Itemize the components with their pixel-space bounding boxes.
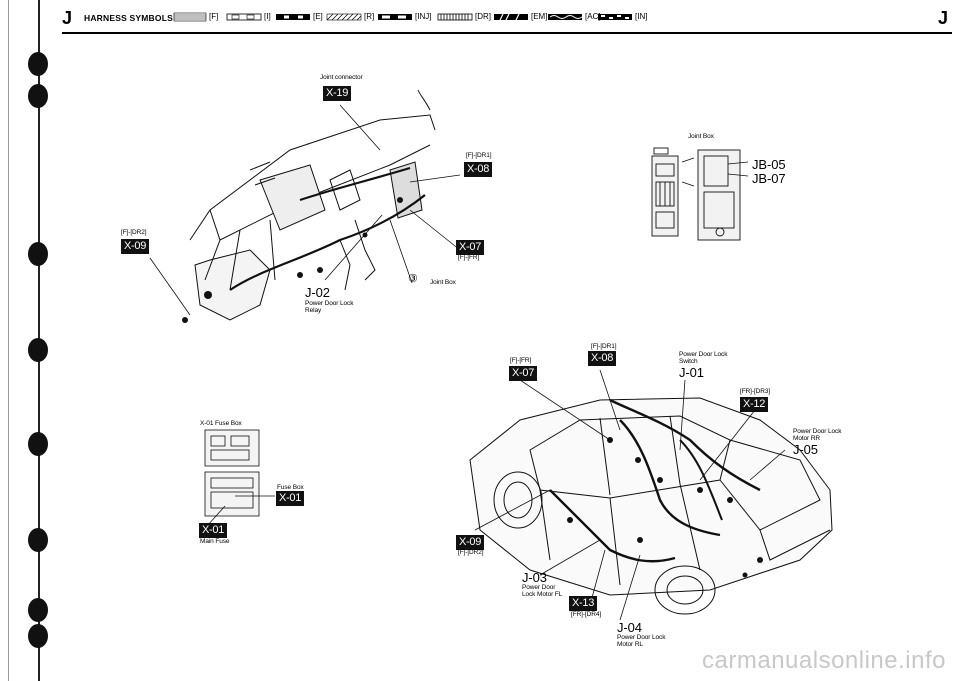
connector-x09-dash: X-09 <box>121 239 150 254</box>
binder-hole <box>28 84 48 108</box>
connector-x07-dash: X-07 <box>456 240 485 255</box>
connector-x13: X-13 <box>569 596 598 611</box>
car-harness-drawing <box>469 369 833 621</box>
harness-symbols-header: J HARNESS SYMBOLS : [F] [I] [E] [R] [INJ… <box>62 8 952 34</box>
connector-x08-dash: X-08 <box>464 162 493 177</box>
symbol-inj-swatch <box>378 13 412 20</box>
connector-x01-b: X-01 <box>199 523 228 538</box>
f-fr-label: [F]-[FR] <box>458 254 480 261</box>
symbol-in-code: [IN] <box>635 12 648 21</box>
circle-3-marker: ③ <box>408 273 418 285</box>
symbol-r: [R] <box>326 12 375 21</box>
connector-x01-a: X-01 <box>276 491 305 506</box>
header-rule <box>62 32 952 34</box>
binder-hole <box>28 528 48 552</box>
symbol-in: [IN] <box>598 12 647 21</box>
symbol-in-swatch <box>598 13 632 20</box>
binder-hole <box>28 432 48 456</box>
motor-fl-label-2: Lock Motor FL <box>522 591 563 598</box>
connector-x12: X-12 <box>740 397 769 412</box>
connector-x07-car: X-07 <box>509 366 538 381</box>
joint-box-drawing <box>651 147 749 241</box>
page-edge-line <box>8 0 9 681</box>
joint-connector-label: Joint connector <box>320 74 363 81</box>
symbol-r-code: [R] <box>364 12 375 21</box>
j05-code: J-05 <box>793 442 818 457</box>
symbol-em-code: [EM] <box>531 12 548 21</box>
jb07-code: JB-07 <box>752 171 786 186</box>
symbol-i-code: [I] <box>264 12 271 21</box>
motor-rr-label-2: Motor RR <box>793 435 821 442</box>
j01-code: J-01 <box>679 365 704 380</box>
symbol-i: [I] <box>226 12 271 21</box>
symbol-i-swatch <box>226 13 262 20</box>
symbol-dr-swatch <box>437 13 473 20</box>
symbol-ac-swatch <box>548 13 583 20</box>
connector-x19: X-19 <box>323 86 352 101</box>
motor-rl-label-1: Power Door Lock <box>617 634 666 641</box>
pdl-switch-label-1: Power Door Lock <box>679 351 728 358</box>
harness-symbols-title: HARNESS SYMBOLS : <box>84 13 179 23</box>
symbol-inj-code: [INJ] <box>415 12 432 21</box>
pdl-switch-label-2: Switch <box>679 358 698 365</box>
symbol-e: [E] <box>276 12 323 21</box>
binder-hole <box>28 338 48 362</box>
car-f-dr2-label: [F]-[DR2] <box>458 549 484 556</box>
binder-hole <box>28 624 48 648</box>
fr-dr3-label: [FR]-[DR3] <box>740 388 771 395</box>
jb05-code: JB-05 <box>752 157 786 172</box>
j04-code: J-04 <box>617 620 642 635</box>
f-dr2-label: [F]-[DR2] <box>121 229 147 236</box>
symbol-r-swatch <box>326 13 362 20</box>
watermark: carmanualsonline.info <box>702 647 946 674</box>
x01-fuse-box-label: X-01 Fuse Box <box>200 420 242 427</box>
main-fuse-label: Main Fuse <box>200 538 230 545</box>
j03-code: J-03 <box>522 570 547 585</box>
section-letter-right: J <box>937 8 948 28</box>
f-dr1-label: [F]-[DR1] <box>466 152 492 159</box>
j02-desc-1: Power Door Lock <box>305 300 354 307</box>
binder-hole <box>28 52 48 76</box>
symbol-em: [EM] <box>494 12 547 21</box>
motor-rl-label-2: Motor RL <box>617 641 643 648</box>
dashboard-harness-drawing <box>149 89 461 323</box>
section-letter-left: J <box>62 8 73 28</box>
j02-code: J-02 <box>305 285 330 300</box>
fuse-box-drawing <box>204 429 275 527</box>
symbol-ac-code: [AC] <box>585 12 601 21</box>
symbol-e-code: [E] <box>313 12 323 21</box>
connector-x08-car: X-08 <box>588 351 617 366</box>
symbol-em-swatch <box>494 13 528 20</box>
fr-dr4-label: [FR]-[DR4] <box>571 611 602 618</box>
symbol-f: [F] <box>173 12 219 21</box>
binder-hole <box>28 242 48 266</box>
symbol-ac: [AC] <box>548 12 601 21</box>
car-f-dr1-label: [F]-[DR1] <box>591 343 617 350</box>
car-f-fr-label: [F]-[FR] <box>510 357 532 364</box>
symbol-f-swatch <box>173 12 207 21</box>
joint-box-title: Joint Box <box>688 133 714 140</box>
symbol-e-swatch <box>276 13 310 20</box>
joint-box-label: Joint Box <box>430 279 456 286</box>
j02-desc-2: Relay <box>305 307 322 314</box>
connector-x09-car: X-09 <box>456 535 485 550</box>
binder-hole <box>28 598 48 622</box>
symbol-dr-code: [DR] <box>475 12 491 21</box>
motor-rr-label-1: Power Door Lock <box>793 428 842 435</box>
symbol-inj: [INJ] <box>378 12 431 21</box>
symbol-dr: [DR] <box>437 12 491 21</box>
fuse-box-label: Fuse Box <box>277 484 304 491</box>
symbol-f-code: [F] <box>209 12 219 21</box>
motor-fl-label-1: Power Door <box>522 584 556 591</box>
